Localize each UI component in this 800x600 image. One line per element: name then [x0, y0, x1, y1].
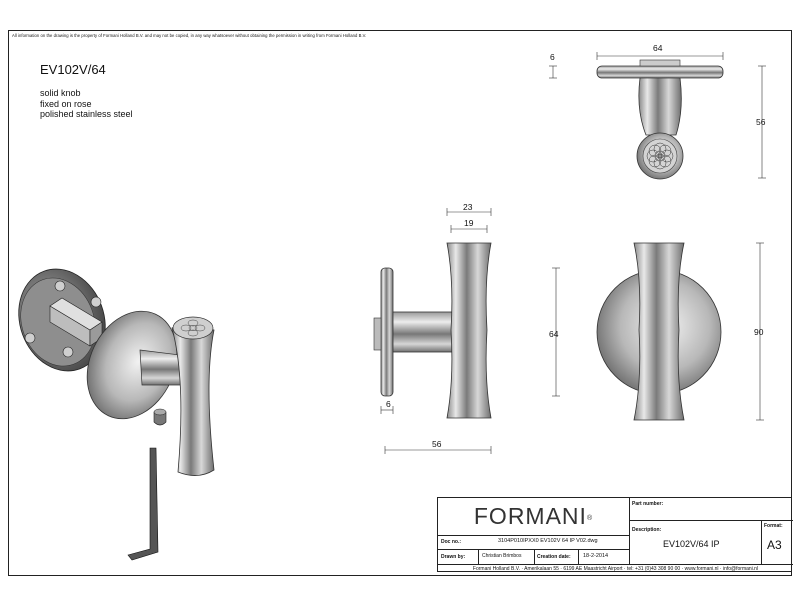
copyright-notice: All information on the drawing is the pr… [12, 33, 367, 38]
dim-front-height: 90 [754, 327, 764, 337]
dim-top-height: 56 [756, 117, 766, 127]
product-code: EV102V/64 [40, 62, 106, 77]
doc-value: 3104P010IPXX0 EV102V 64 IP V02.dwg [498, 538, 598, 544]
drawn-by-value: Christian Brimbos [482, 553, 522, 559]
top-dimensions [549, 52, 766, 179]
dim-top-depth: 6 [550, 52, 555, 62]
side-dimensions [380, 208, 560, 454]
dim-side-rose: 6 [386, 399, 391, 409]
product-description: solid knob fixed on rose polished stainl… [40, 88, 133, 120]
dim-side-outer: 23 [463, 202, 473, 212]
front-dimensions [756, 242, 764, 421]
dim-top-width: 64 [653, 43, 663, 53]
divider [578, 549, 579, 564]
description-line: solid knob [40, 88, 81, 98]
part-number-label: Part number: [632, 501, 664, 507]
creation-date-value: 18-2-2014 [583, 553, 609, 559]
divider [629, 520, 793, 521]
dim-side-depth: 56 [432, 439, 442, 449]
company-footer: Formani Holland B.V. · Amerikalaan 55 · … [438, 564, 793, 574]
description-value: EV102V/64 IP [663, 539, 720, 549]
divider [478, 549, 479, 564]
description-line: polished stainless steel [40, 109, 133, 119]
dim-side-inner: 19 [464, 218, 474, 228]
format-value: A3 [767, 538, 782, 552]
doc-label: Doc no.: [441, 539, 461, 545]
description-line: fixed on rose [40, 98, 92, 109]
brand-name: FORMANI [473, 503, 587, 529]
divider [629, 498, 630, 564]
divider [438, 535, 629, 536]
description-label: Description: [632, 527, 662, 533]
divider [534, 549, 535, 564]
divider [761, 520, 762, 564]
top-view [596, 59, 724, 180]
divider [438, 549, 629, 550]
format-label: Format: [764, 523, 783, 529]
exploded-view [18, 268, 215, 561]
drawing-frame [8, 30, 792, 576]
side-view [373, 242, 492, 419]
front-view [596, 242, 722, 421]
dim-side-height: 64 [549, 329, 559, 339]
title-block: FORMANI® Part number: Description: EV102… [437, 497, 793, 574]
brand-mark: ® [586, 514, 594, 522]
drawn-by-label: Drawn by: [441, 554, 466, 560]
brand-logo: FORMANI® [438, 498, 629, 535]
creation-date-label: Creation date: [537, 554, 571, 560]
